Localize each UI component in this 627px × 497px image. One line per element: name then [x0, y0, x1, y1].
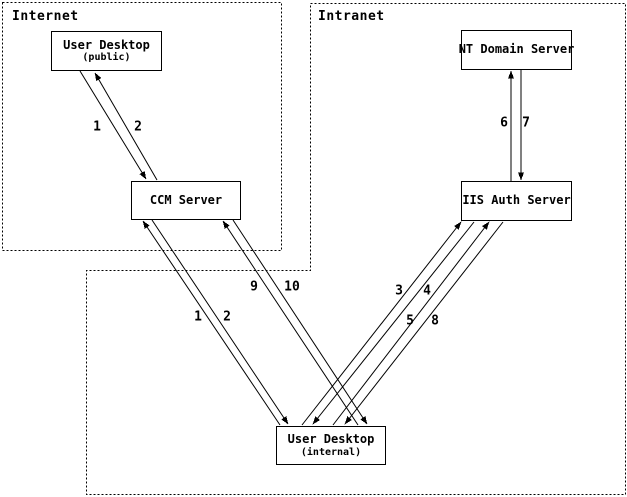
internet-zone-border [2, 2, 282, 251]
flow-label-ccm-to-internal-b: 10 [284, 279, 300, 295]
intranet-zone-border [86, 3, 626, 495]
arrow-internal-desktop-to-iis-b [332, 221, 490, 426]
arrow-internal-desktop-to-ccm-b [222, 220, 359, 426]
node-user-desktop-internal-title: User Desktop [287, 432, 375, 447]
arrow-iis-to-internal-desktop-a [312, 221, 475, 425]
node-ccm-server: CCM Server [131, 181, 241, 220]
node-user-desktop-public-title: User Desktop [63, 37, 150, 52]
flow-label-public-to-ccm: 1 [93, 119, 101, 135]
arrow-internal-desktop-to-iis-a [301, 221, 462, 426]
node-user-desktop-public-subtitle: (public) [82, 52, 131, 64]
arrow-iis-to-internal-desktop-b [344, 221, 504, 425]
flow-label-internal-to-ccm-b: 9 [250, 279, 258, 295]
node-user-desktop-public: User Desktop (public) [51, 31, 162, 71]
arrow-ccm-to-public-desktop [94, 72, 158, 181]
arrow-internal-desktop-to-ccm [142, 220, 281, 426]
flow-label-internal-to-iis-b: 5 [406, 313, 414, 329]
arrow-public-desktop-to-ccm [79, 70, 147, 180]
node-iis-auth-server: IIS Auth Server [461, 181, 572, 221]
internet-zone-label: Internet [12, 9, 79, 24]
flow-label-ccm-to-public: 2 [134, 119, 142, 135]
flow-label-nt-to-iis: 7 [522, 115, 530, 131]
intranet-zone-label: Intranet [318, 9, 385, 24]
flow-label-iis-to-internal-b: 8 [431, 313, 439, 329]
node-user-desktop-internal-subtitle: (internal) [300, 446, 362, 458]
flow-label-iis-to-internal-a: 4 [423, 283, 431, 299]
node-nt-domain-server-title: NT Domain Server [458, 42, 575, 57]
node-user-desktop-internal: User Desktop (internal) [276, 426, 386, 465]
flow-label-ccm-to-internal: 2 [223, 309, 231, 325]
node-iis-auth-server-title: IIS Auth Server [462, 193, 571, 208]
flow-label-internal-to-ccm: 1 [194, 309, 202, 325]
arrow-ccm-to-internal-desktop [151, 219, 289, 425]
arrow-ccm-to-internal-desktop-b [232, 219, 368, 425]
node-ccm-server-title: CCM Server [149, 192, 223, 207]
flow-label-internal-to-iis-a: 3 [395, 283, 403, 299]
flow-label-iis-to-nt: 6 [500, 115, 508, 131]
node-nt-domain-server: NT Domain Server [458, 30, 575, 70]
